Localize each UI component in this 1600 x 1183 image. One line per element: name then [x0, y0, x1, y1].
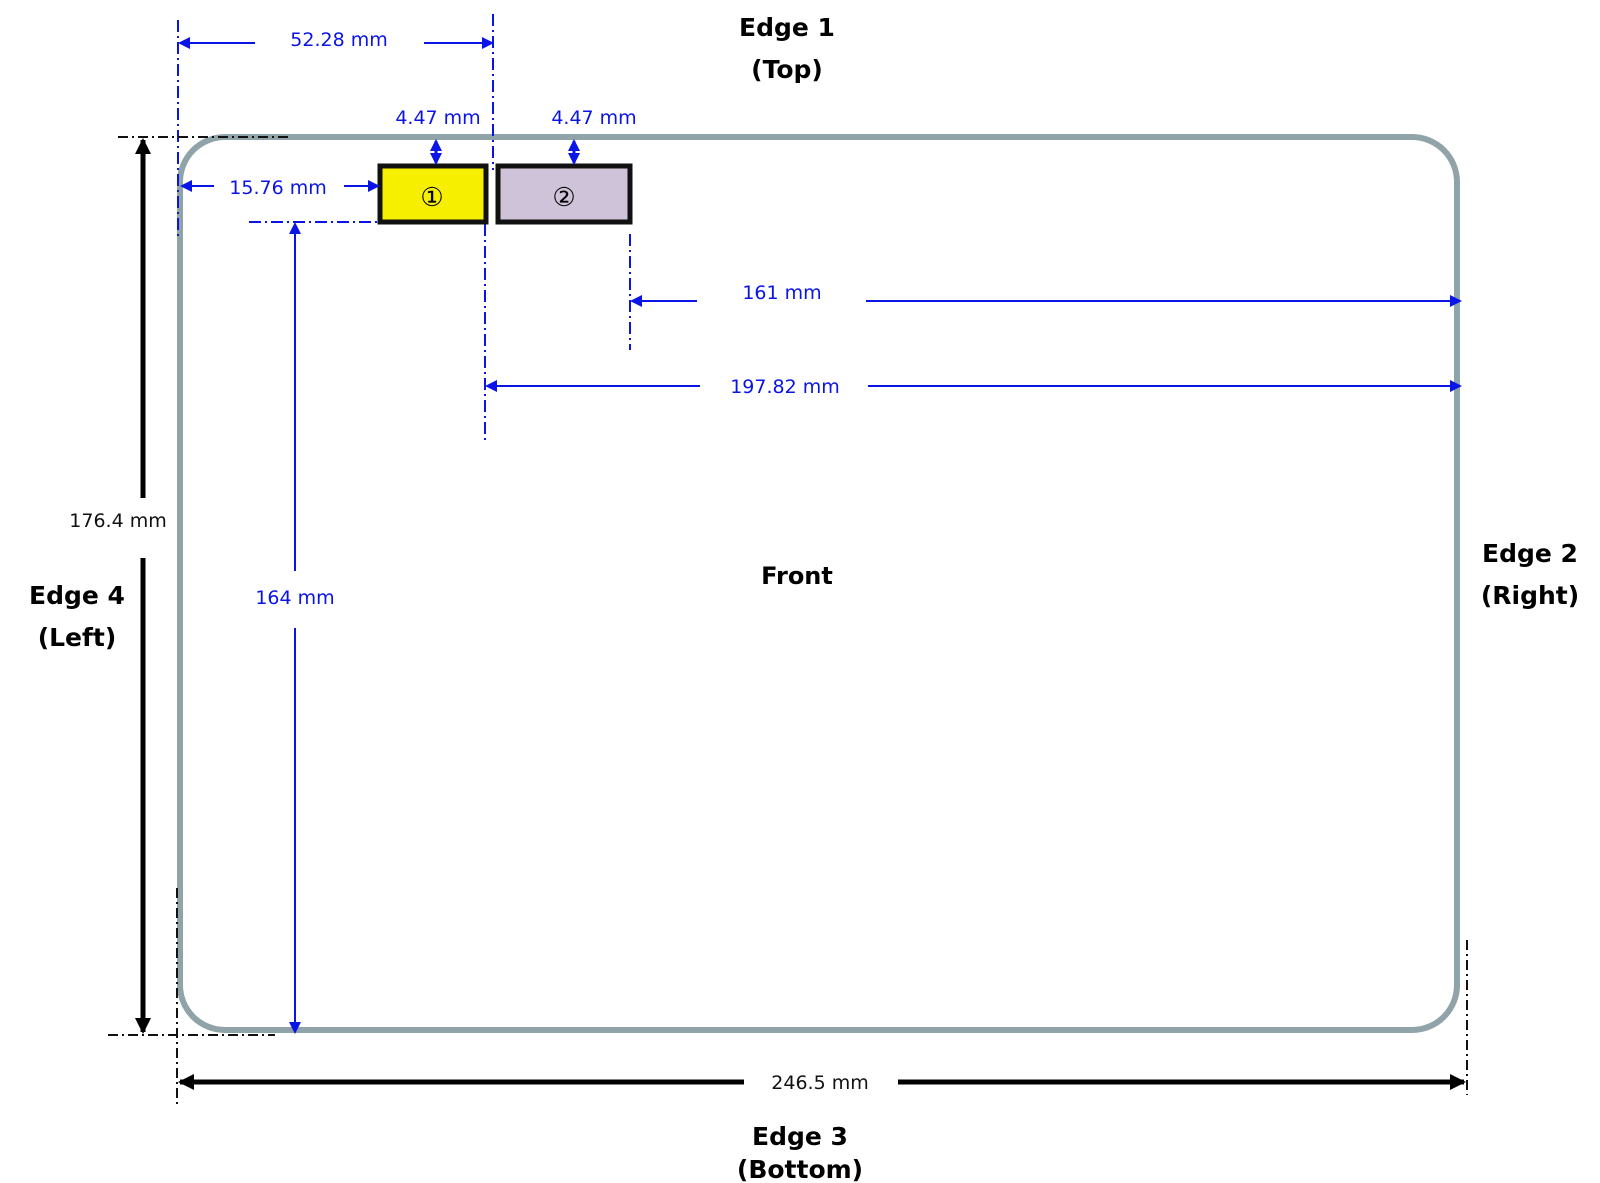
- edge-bottom-label: Edge 3 (Bottom): [737, 1122, 863, 1183]
- black-reference-lines: [108, 136, 1468, 1105]
- dim-52-label: 52.28 mm: [290, 29, 387, 51]
- edge-left-label: Edge 4 (Left): [29, 581, 125, 652]
- dim-164-label: 164 mm: [255, 587, 334, 609]
- blue-reference-lines: [177, 14, 631, 440]
- svg-text:(Top): (Top): [751, 55, 823, 84]
- card-outline: [177, 134, 1460, 1033]
- svg-text:Edge 1: Edge 1: [739, 13, 835, 42]
- box-1-marker: ①: [420, 183, 443, 213]
- svg-text:(Left): (Left): [38, 623, 117, 652]
- dim-width-label: 246.5 mm: [771, 1072, 868, 1094]
- box-2: [495, 163, 633, 225]
- dim-height-label: 176.4 mm: [69, 510, 166, 532]
- front-label: Front: [761, 562, 833, 590]
- dim-197-label: 197.82 mm: [730, 376, 840, 398]
- edge-top-label: Edge 1 (Top): [739, 13, 835, 84]
- svg-text:Edge 2: Edge 2: [1482, 539, 1578, 568]
- dim-15-label: 15.76 mm: [229, 177, 326, 199]
- dim-box1-gap-label: 4.47 mm: [395, 107, 480, 129]
- svg-text:Edge 4: Edge 4: [29, 581, 125, 610]
- box-2-marker: ②: [552, 183, 575, 213]
- svg-text:(Bottom): (Bottom): [737, 1155, 863, 1183]
- svg-text:Edge 3: Edge 3: [752, 1122, 848, 1151]
- dim-box2-gap-label: 4.47 mm: [551, 107, 636, 129]
- dim-161-label: 161 mm: [742, 282, 821, 304]
- box-1: [377, 163, 489, 225]
- svg-text:(Right): (Right): [1481, 581, 1579, 610]
- edge-right-label: Edge 2 (Right): [1481, 539, 1579, 610]
